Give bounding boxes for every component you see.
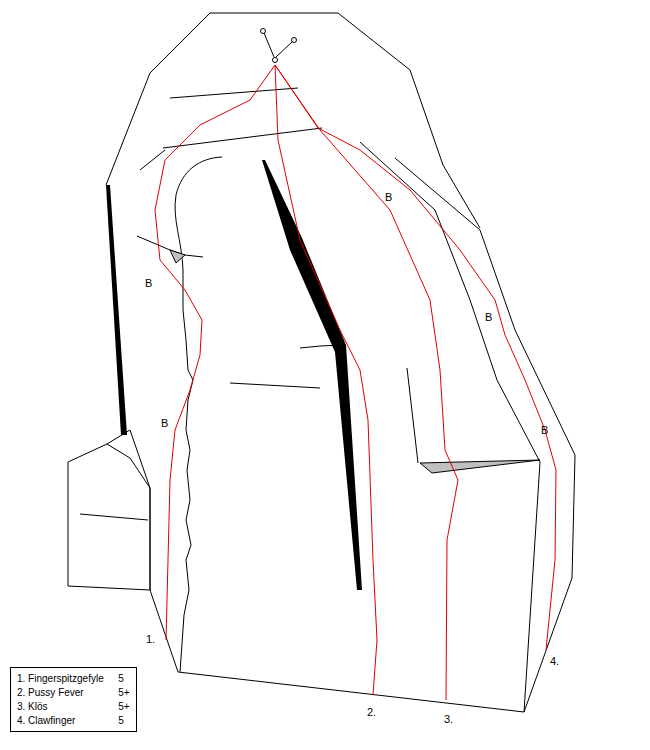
route-name: 1. Fingerspitzgefyle [17,672,104,685]
crack [170,88,298,98]
bolt-marker: B [541,425,548,436]
ledge-shade [170,250,185,263]
route-line [275,65,377,695]
route-legend-box: 1. Fingerspitzgefyle 5 2. Pussy Fever 5+ 3. … [10,667,137,732]
rock-edge [524,462,540,712]
crack [175,157,222,672]
route-line [275,65,458,700]
bolt-marker: B [161,418,168,429]
rock-outline [106,13,480,228]
route-line [275,65,556,650]
route-name: 2. Pussy Fever [17,686,104,699]
boulder [68,430,150,590]
route-grade: 5 [118,672,130,685]
rock-edge [360,142,540,462]
legend-table: 1. Fingerspitzgefyle 5 2. Pussy Fever 5+ 3. … [17,672,130,727]
bolt-marker: B [385,192,392,203]
crack [140,150,165,170]
bolt-marker: B [485,312,492,323]
route-number: 4. [550,656,559,667]
crack-filled [106,185,127,435]
route-number: 1. [146,634,155,645]
ledge [137,236,203,257]
boulder-edge [107,444,130,458]
crack [230,383,320,388]
route-grade: 5+ [118,700,130,713]
route-line [155,65,275,640]
rock-base [150,590,524,712]
route-name: 3. Klös [17,700,104,713]
route-number: 3. [444,714,453,725]
crack [80,514,148,520]
bolt-marker: B [145,278,152,289]
route-grade: 5 [118,714,130,727]
crack [407,368,418,463]
ledge-shade [420,460,540,473]
route-grade: 5+ [118,686,130,699]
crack-filled [262,160,362,590]
route-name: 4. Clawfinger [17,714,104,727]
anchor [261,29,297,63]
route-number: 2. [367,707,376,718]
boulder-edge [130,458,150,488]
